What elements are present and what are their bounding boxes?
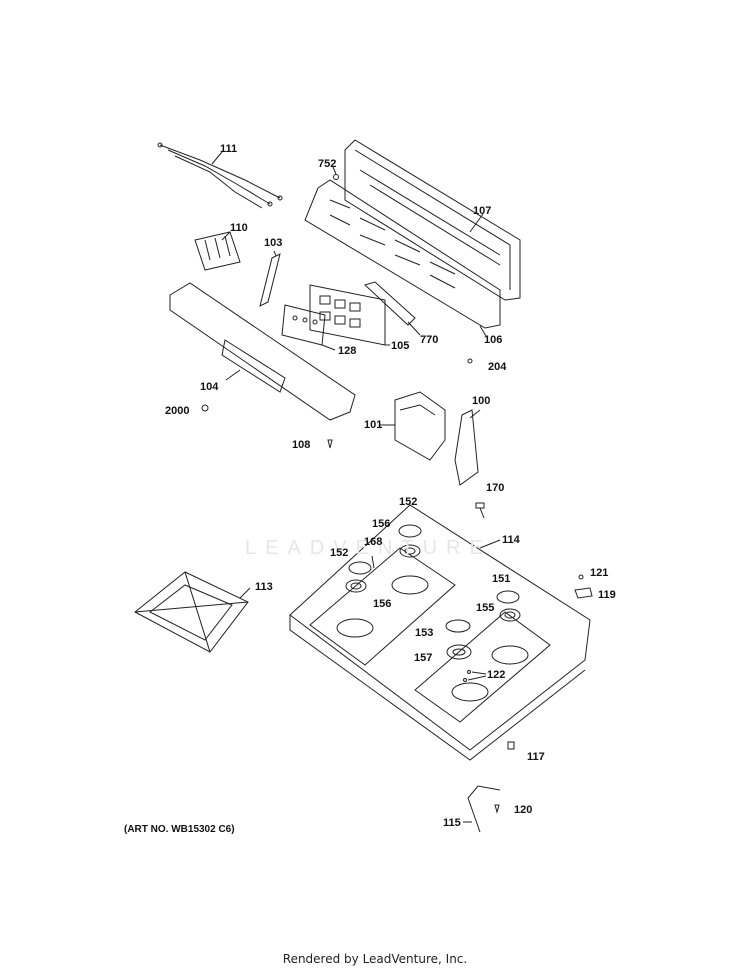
screw-121 (578, 574, 584, 580)
label-117[interactable]: 117 (527, 751, 545, 763)
burner-cap-152b (348, 561, 372, 575)
label-152-left[interactable]: 152 (330, 547, 349, 559)
label-107[interactable]: 107 (473, 205, 492, 217)
label-168[interactable]: 168 (364, 536, 383, 548)
label-156-top[interactable]: 156 (372, 518, 391, 530)
label-155[interactable]: 155 (476, 602, 495, 614)
clip-117 (507, 741, 515, 750)
control-board-105 (309, 284, 390, 346)
label-104[interactable]: 104 (200, 381, 219, 393)
manifold-panel-106 (304, 179, 501, 337)
label-770[interactable]: 770 (420, 334, 439, 346)
burner-head-157 (446, 644, 472, 660)
backsplash-107 (344, 139, 521, 301)
label-110[interactable]: 110 (230, 222, 248, 234)
label-153[interactable]: 153 (415, 627, 434, 639)
bracket-770 (364, 281, 421, 336)
screw-752 (332, 166, 339, 180)
bracket-101 (380, 391, 446, 461)
bracket-119 (574, 587, 593, 599)
label-108[interactable]: 108 (292, 439, 311, 451)
keypad-128 (281, 304, 336, 351)
igniter-168 (371, 555, 375, 569)
label-204[interactable]: 204 (488, 361, 507, 373)
label-119[interactable]: 119 (598, 589, 616, 601)
art-number: (ART NO. WB15302 C6) (124, 824, 235, 835)
label-115[interactable]: 115 (443, 817, 461, 829)
label-170[interactable]: 170 (486, 482, 505, 494)
footer-credit: Rendered by LeadVenture, Inc. (282, 952, 468, 966)
label-122[interactable]: 122 (487, 669, 506, 681)
label-152-top[interactable]: 152 (399, 496, 418, 508)
label-128[interactable]: 128 (338, 345, 357, 357)
burner-cap-153 (445, 619, 471, 633)
grate-113 (134, 571, 251, 653)
label-151[interactable]: 151 (492, 573, 511, 585)
label-156-left[interactable]: 156 (373, 598, 392, 610)
label-120[interactable]: 120 (514, 804, 533, 816)
screw-204 (467, 358, 473, 364)
screw-108 (327, 439, 333, 449)
wire-harness-111 (157, 142, 283, 209)
clip-2000 (201, 404, 209, 412)
label-103[interactable]: 103 (264, 237, 283, 249)
bracket-103 (259, 250, 281, 307)
module-110 (194, 231, 241, 271)
watermark: LEADVENTURE (245, 537, 492, 559)
control-panel-104 (169, 282, 356, 421)
label-113[interactable]: 113 (255, 581, 273, 593)
label-2000[interactable]: 2000 (165, 405, 190, 417)
burner-cap-152a (398, 524, 422, 538)
screw-170 (475, 502, 485, 519)
screw-120 (494, 804, 500, 814)
bracket-100 (454, 409, 481, 486)
label-752[interactable]: 752 (318, 158, 337, 170)
burner-head-156b (345, 579, 367, 593)
burner-cap-151 (496, 590, 520, 604)
label-100[interactable]: 100 (472, 395, 491, 407)
label-106[interactable]: 106 (484, 334, 503, 346)
label-101[interactable]: 101 (364, 419, 383, 431)
tube-115 (463, 785, 501, 833)
label-114[interactable]: 114 (502, 534, 520, 546)
label-157[interactable]: 157 (414, 652, 433, 664)
cooktop-114 (289, 504, 591, 761)
label-105[interactable]: 105 (391, 340, 410, 352)
screws-122 (463, 670, 487, 682)
label-111[interactable]: 111 (220, 143, 238, 155)
burner-head-156a (399, 544, 421, 558)
burner-head-155 (499, 608, 521, 622)
label-121[interactable]: 121 (590, 567, 609, 579)
